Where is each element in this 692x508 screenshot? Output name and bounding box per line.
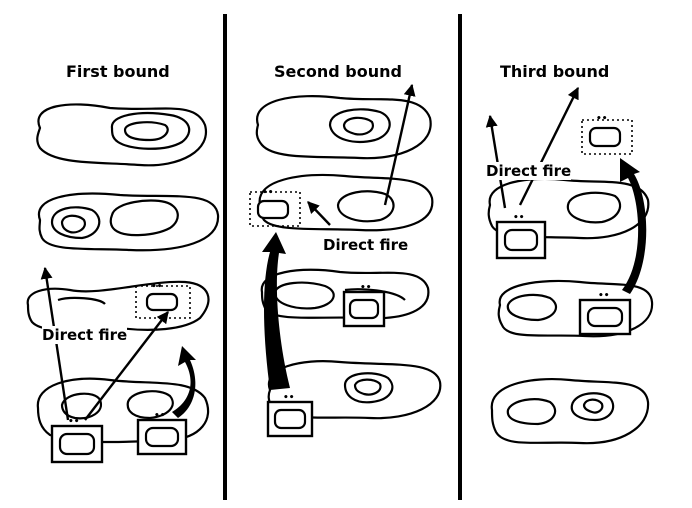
movement-arrow-icon xyxy=(172,346,196,418)
direct-fire-arrow-icon xyxy=(307,201,331,226)
vehicle-unit-icon: •• xyxy=(136,411,188,456)
terrain-contour-icon xyxy=(36,103,208,167)
terrain-contour-icon xyxy=(37,192,220,252)
overwatch-position-icon: •• xyxy=(135,282,191,319)
terrain-contour-icon xyxy=(255,95,432,160)
terrain-contour-icon xyxy=(258,173,434,232)
vehicle-unit-icon: •• xyxy=(495,213,547,260)
panel-title-second-bound: Second bound xyxy=(274,62,402,81)
direct-fire-label-third: Direct fire xyxy=(486,162,572,180)
direct-fire-arrow-icon xyxy=(84,311,169,421)
movement-arrow-icon xyxy=(262,232,290,390)
panel-title-first-bound: First bound xyxy=(66,62,170,81)
direct-fire-label-second: Direct fire xyxy=(323,236,409,254)
terrain-contour-icon xyxy=(26,280,210,331)
panel-second-bound: •• •• •• xyxy=(249,83,442,438)
section-marker-icon: •• xyxy=(283,393,295,403)
vehicle-unit-icon: •• xyxy=(50,417,104,464)
section-marker-icon: •• xyxy=(151,282,163,292)
section-marker-icon: •• xyxy=(360,283,372,293)
section-marker-icon: •• xyxy=(68,417,80,427)
vehicle-unit-icon: •• xyxy=(266,393,314,438)
overwatch-position-icon: •• xyxy=(249,188,301,227)
direct-fire-arrow-icon xyxy=(518,86,580,206)
panel-title-third-bound: Third bound xyxy=(500,62,610,81)
section-marker-icon: •• xyxy=(154,411,166,421)
terrain-contour-icon xyxy=(36,377,210,444)
vehicle-unit-icon: •• xyxy=(342,283,386,328)
section-marker-icon: •• xyxy=(598,291,610,301)
direct-fire-label-first: Direct fire xyxy=(42,326,128,344)
overwatch-position-icon: •• xyxy=(581,114,633,155)
terrain-contour-icon xyxy=(497,279,654,338)
terrain-contour-icon xyxy=(490,378,650,445)
direct-fire-arrow-icon xyxy=(40,266,70,421)
vehicle-unit-icon: •• xyxy=(578,291,632,336)
section-marker-icon: •• xyxy=(596,114,608,124)
direct-fire-arrow-icon xyxy=(383,83,416,206)
section-marker-icon: •• xyxy=(513,213,525,223)
movement-arrow-icon xyxy=(620,158,647,294)
section-marker-icon: •• xyxy=(262,188,274,198)
panel-first-bound: •• •• •• xyxy=(26,103,220,464)
panel-third-bound: •• •• •• xyxy=(485,86,654,445)
